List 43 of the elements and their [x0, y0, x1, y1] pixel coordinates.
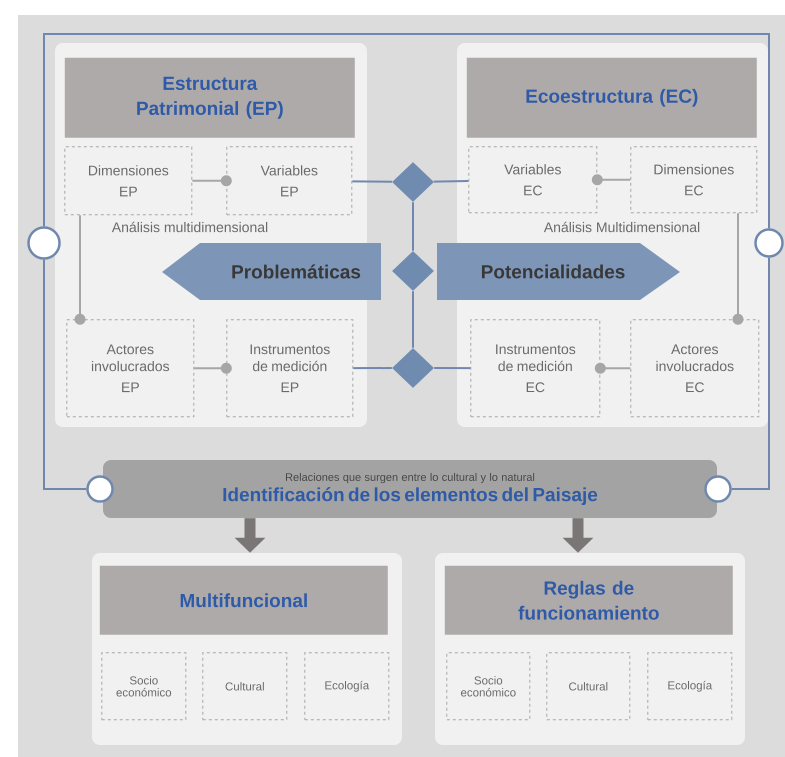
dot-connector	[732, 213, 744, 325]
connector-circle	[86, 475, 114, 503]
connector-line	[43, 260, 86, 490]
connector-diamond	[392, 251, 434, 291]
connector-circle	[704, 475, 732, 503]
dashed-box: Actores involucrados EC	[630, 319, 760, 418]
dot-connector	[594, 362, 630, 374]
annotation-text: Análisis Multidimensional	[544, 222, 700, 232]
connector-line	[43, 33, 770, 228]
dashed-box: Variables EC	[468, 146, 598, 214]
dashed-box: Instrumentos de medición EC	[470, 319, 600, 418]
header-box: Reglas de funcionamiento	[444, 566, 733, 635]
connector-line	[412, 202, 414, 251]
dashed-box: Instrumentos de medición EP	[226, 319, 354, 418]
dashed-box: Socio económico	[446, 652, 530, 720]
dashed-box: Ecología	[304, 652, 390, 720]
dashed-box: Actores involucrados EP	[66, 319, 194, 418]
title-bar: Relaciones que surgen entre lo cultural y lo natural Identificación de los elementos del Paisaje	[103, 460, 717, 518]
connector-circle	[754, 228, 784, 258]
dashed-box: Variables EP	[226, 146, 352, 216]
dashed-box: Dimensiones EP	[64, 146, 192, 216]
connector-line	[352, 180, 392, 183]
dashed-box: Cultural	[202, 652, 288, 720]
connector-diamond	[392, 162, 434, 202]
dashed-box: Socio económico	[101, 652, 186, 720]
dashed-box: Cultural	[546, 652, 630, 720]
dashed-box: Ecología	[647, 652, 732, 720]
connector-diamond	[392, 348, 434, 388]
connector-line	[434, 180, 468, 183]
connector-line	[412, 291, 414, 348]
dot-connector	[194, 362, 232, 374]
dashed-box: Dimensiones EC	[630, 146, 758, 214]
header-box: Multifuncional	[100, 566, 388, 635]
header-box: Ecoestructura (EC)	[466, 58, 757, 138]
dot-connector	[592, 174, 630, 186]
annotation-text: Análisis multidimensional	[112, 222, 268, 232]
connector-line	[434, 367, 470, 370]
arrow-banner: Potencialidades	[437, 242, 680, 300]
header-box: Estructura Patrimonial (EP)	[64, 58, 355, 138]
connector-line	[353, 367, 392, 370]
dot-connector	[74, 215, 86, 325]
dot-connector	[192, 175, 232, 186]
connector-line	[732, 258, 770, 490]
